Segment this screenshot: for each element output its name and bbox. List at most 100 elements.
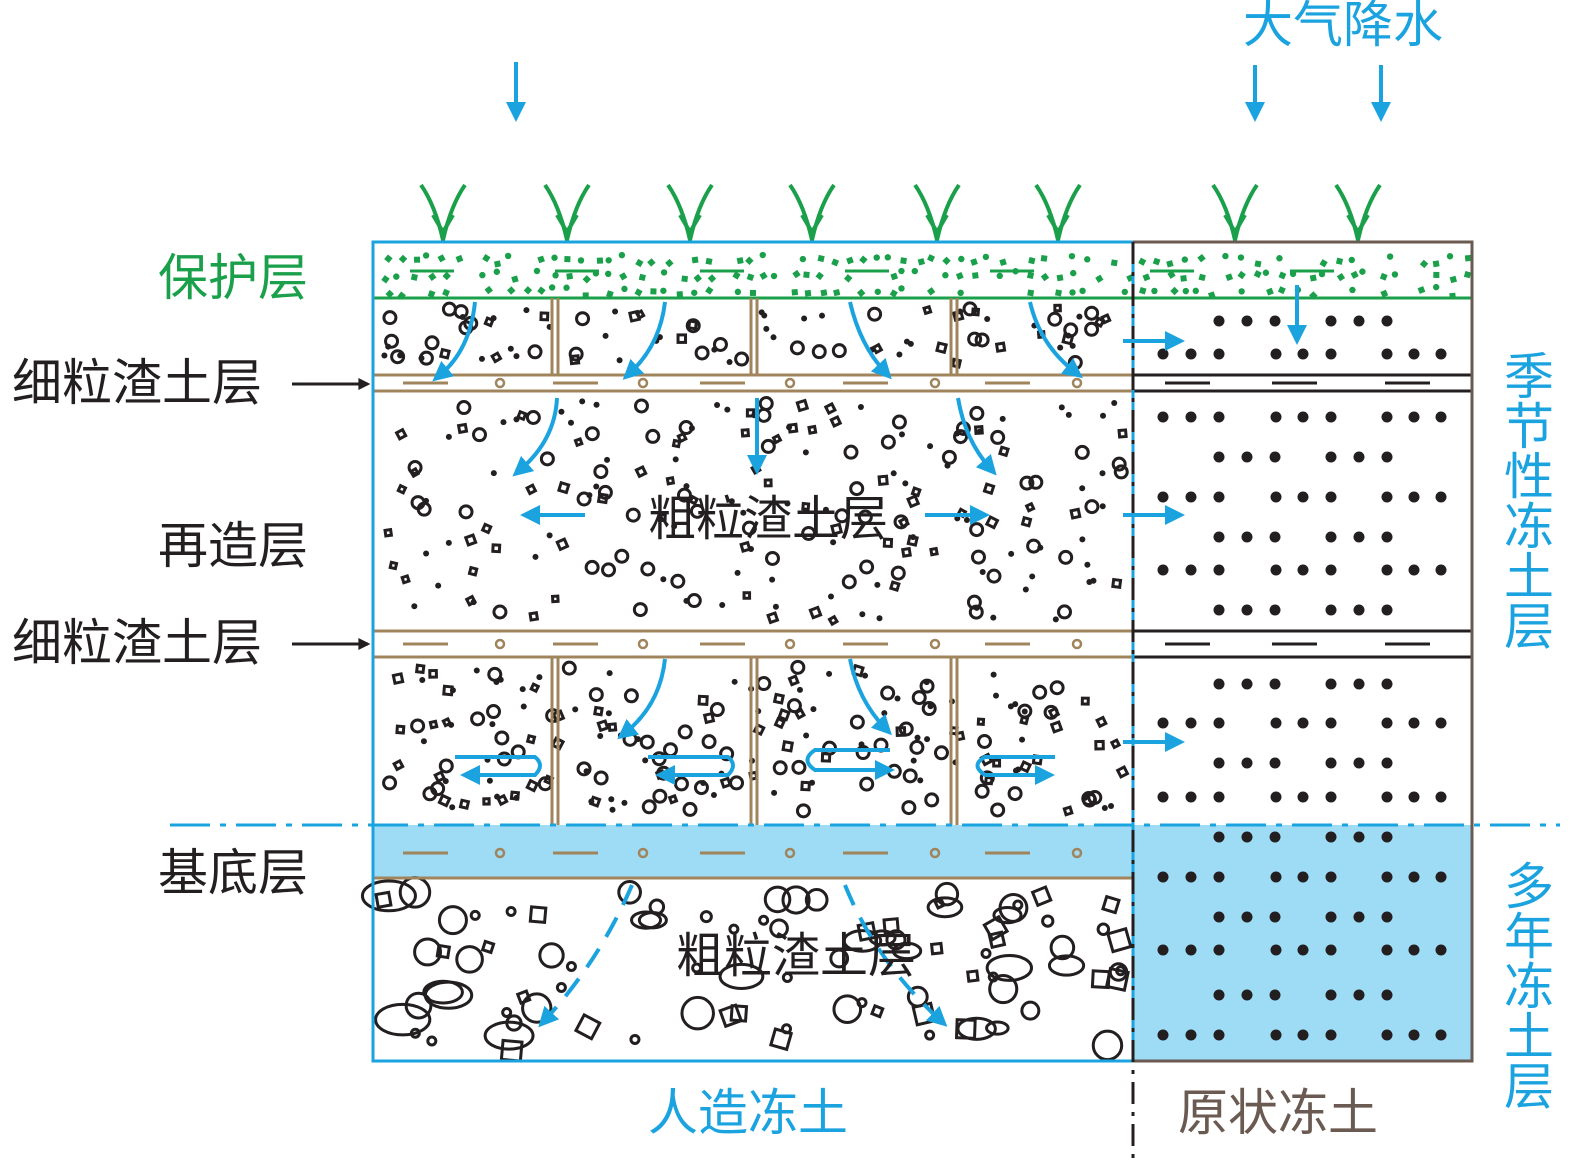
particle bbox=[385, 343, 392, 350]
particle bbox=[769, 576, 776, 583]
soil-dot bbox=[1325, 604, 1337, 616]
particle bbox=[437, 905, 468, 936]
green-particle bbox=[942, 272, 949, 279]
particle bbox=[483, 316, 495, 328]
particle bbox=[784, 500, 791, 507]
particle bbox=[890, 565, 906, 581]
soil-dot bbox=[1297, 348, 1309, 360]
particle bbox=[820, 752, 832, 763]
green-particle bbox=[791, 288, 799, 296]
particle bbox=[637, 911, 668, 930]
particle bbox=[974, 332, 990, 348]
particle bbox=[437, 793, 452, 808]
soil-dot bbox=[1381, 944, 1393, 956]
particle bbox=[396, 483, 408, 495]
green-particle bbox=[398, 254, 408, 264]
green-particle bbox=[1028, 257, 1036, 265]
precipitation-arrows bbox=[506, 62, 1391, 122]
green-particle bbox=[1417, 286, 1426, 294]
fine-pebble bbox=[494, 377, 506, 389]
particle bbox=[781, 885, 811, 915]
particle bbox=[525, 733, 537, 745]
green-particle bbox=[1432, 283, 1440, 291]
particle bbox=[1057, 604, 1073, 620]
particle bbox=[982, 914, 1010, 942]
soil-dot bbox=[1353, 757, 1365, 769]
green-particle bbox=[537, 286, 546, 295]
particle bbox=[1041, 914, 1055, 928]
particle bbox=[442, 778, 449, 785]
particle bbox=[992, 758, 1002, 768]
particle bbox=[697, 694, 709, 706]
particle bbox=[500, 419, 507, 426]
particle bbox=[1019, 736, 1026, 743]
particle bbox=[532, 553, 539, 560]
particle bbox=[670, 573, 686, 589]
particle bbox=[901, 800, 917, 816]
particle bbox=[426, 1035, 438, 1047]
particle bbox=[927, 443, 934, 450]
particle bbox=[1008, 550, 1015, 557]
particle bbox=[677, 724, 693, 740]
soil-dot bbox=[1353, 531, 1365, 543]
soil-dot bbox=[1213, 717, 1225, 729]
green-particle bbox=[1054, 289, 1063, 297]
particle bbox=[1111, 577, 1123, 589]
green-particle bbox=[1068, 252, 1076, 260]
soil-dot bbox=[1241, 757, 1253, 769]
soil-dot bbox=[1185, 491, 1197, 503]
particle bbox=[575, 311, 591, 327]
soil-dot bbox=[1157, 944, 1169, 956]
soil-dot bbox=[1269, 911, 1281, 923]
curved-arrow-icon bbox=[848, 658, 892, 736]
particle bbox=[1084, 321, 1100, 337]
particle bbox=[877, 474, 889, 486]
green-particle bbox=[831, 258, 840, 267]
particle bbox=[766, 611, 780, 625]
soil-dot bbox=[1381, 604, 1393, 616]
fine-pebble bbox=[929, 377, 941, 389]
particle bbox=[1049, 934, 1076, 961]
soil-dot bbox=[1435, 871, 1447, 883]
particle bbox=[871, 342, 884, 355]
green-particle bbox=[982, 253, 990, 261]
particle bbox=[1022, 586, 1029, 593]
particle bbox=[573, 1012, 602, 1041]
particle bbox=[438, 347, 451, 360]
grass-sprout-icon bbox=[419, 183, 467, 241]
soil-dot bbox=[1269, 315, 1281, 327]
grass-sprout-icon bbox=[913, 183, 961, 241]
particle bbox=[463, 533, 478, 547]
particle bbox=[424, 335, 440, 351]
particle bbox=[734, 351, 750, 367]
particle bbox=[642, 757, 649, 764]
green-particle bbox=[957, 289, 964, 297]
green-particle bbox=[511, 275, 519, 283]
particle bbox=[383, 527, 394, 538]
particle bbox=[956, 1016, 997, 1041]
soil-dot bbox=[1185, 564, 1197, 576]
soil-dot bbox=[1325, 871, 1337, 883]
green-particle bbox=[1464, 254, 1472, 262]
particle bbox=[567, 419, 574, 426]
particle bbox=[771, 433, 783, 445]
soil-dot bbox=[1408, 564, 1420, 576]
particle bbox=[1084, 561, 1091, 568]
soil-dot bbox=[1297, 1029, 1309, 1041]
green-particle bbox=[596, 257, 604, 264]
particle bbox=[525, 410, 541, 426]
particle bbox=[985, 953, 1034, 982]
green-particle bbox=[1391, 271, 1399, 278]
particle bbox=[392, 758, 405, 772]
particle bbox=[486, 704, 502, 720]
particle bbox=[1091, 1029, 1124, 1062]
particle bbox=[832, 994, 863, 1025]
particle bbox=[896, 351, 903, 358]
particle bbox=[557, 480, 571, 495]
green-particle bbox=[890, 272, 899, 281]
particle bbox=[467, 565, 479, 577]
soil-dot bbox=[1325, 491, 1337, 503]
green-particle bbox=[693, 274, 702, 283]
particle bbox=[870, 1003, 885, 1019]
particle bbox=[985, 1020, 1010, 1036]
